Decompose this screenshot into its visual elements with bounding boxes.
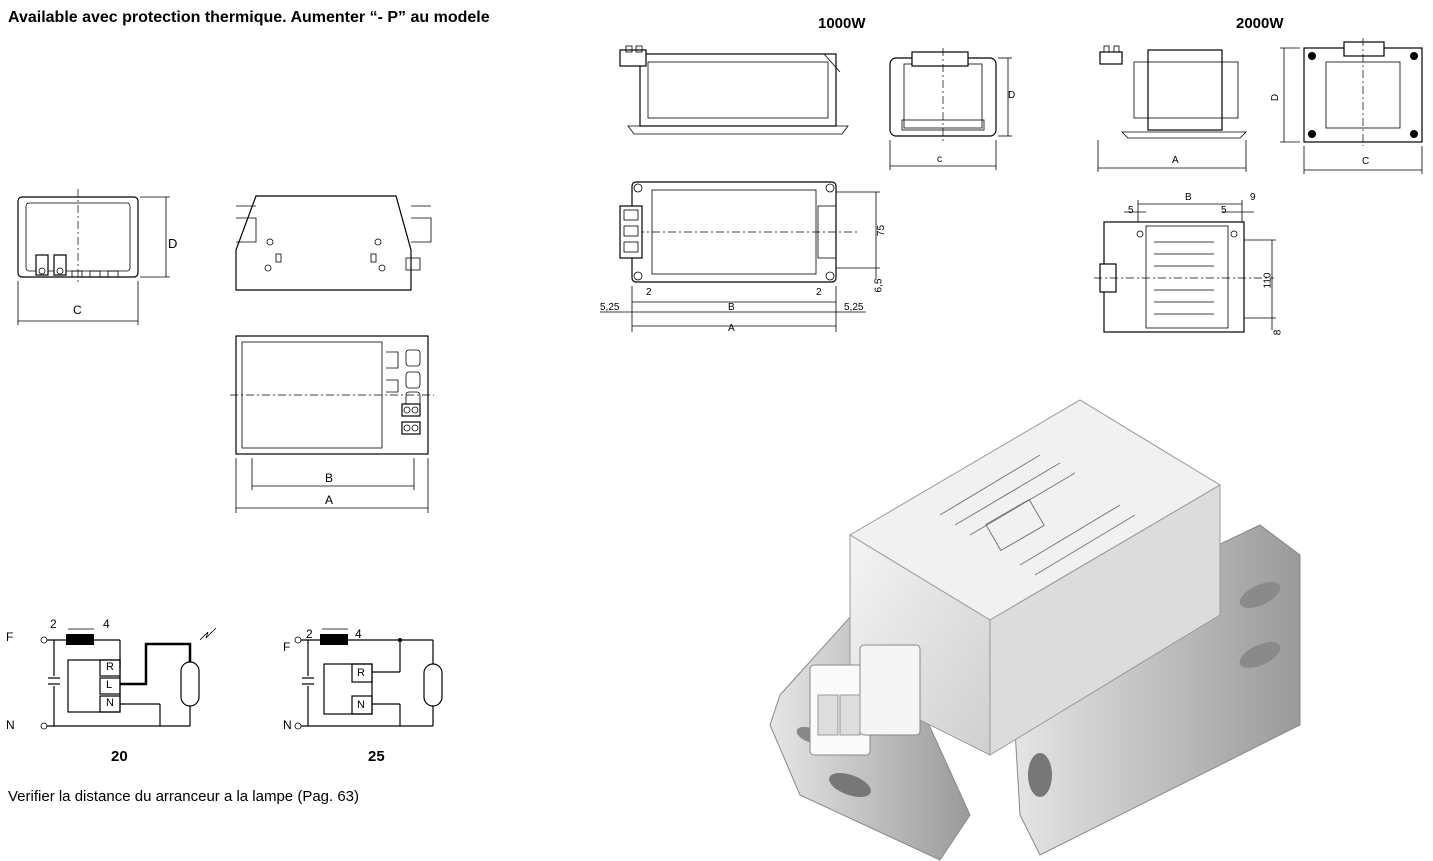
ballast-1000w-side-view <box>619 45 849 135</box>
dim-75: 75 <box>876 224 888 237</box>
wiring-diagram-20 <box>40 627 217 730</box>
dim-5-25-right: 5,25 <box>844 302 864 313</box>
dim-6-5: 6,5 <box>873 278 885 293</box>
model-1000w-label: 1000W <box>818 15 866 32</box>
wiring-diagram-20-label: 20 <box>111 748 128 765</box>
ballast-2000w-end-view <box>1280 38 1423 174</box>
dim-2-left-1000w: 2 <box>646 287 652 298</box>
w20-terminal-2: 2 <box>50 617 57 631</box>
dim-d-left: D <box>168 236 178 251</box>
w25-line-label: F <box>283 640 291 654</box>
ballast-2000w-top-view <box>1094 200 1276 333</box>
dim-9: 9 <box>1250 192 1256 203</box>
ballast-2000w-side-view <box>1097 45 1247 172</box>
dim-5-left-2000w: 5 <box>1128 205 1134 216</box>
dim-a-1000w: A <box>728 323 735 334</box>
w25-igniter-n: N <box>357 699 365 711</box>
w20-neutral-label: N <box>6 718 15 732</box>
model-2000w-label: 2000W <box>1236 15 1284 32</box>
dim-a-2000w: A <box>1172 155 1179 166</box>
w20-igniter-r: R <box>106 661 114 673</box>
dim-5-right-2000w: 5 <box>1221 205 1227 216</box>
dim-c-left: C <box>73 303 82 317</box>
w25-terminal-2: 2 <box>306 627 313 641</box>
w25-terminal-4: 4 <box>355 627 362 641</box>
dim-2-right-1000w: 2 <box>816 287 822 298</box>
w25-neutral-label: N <box>283 718 292 732</box>
dim-a-left: A <box>325 493 334 507</box>
ballast-front-view <box>17 189 170 325</box>
dim-b-1000w: B <box>728 302 735 313</box>
w20-line-label: F <box>6 630 14 644</box>
wiring-diagram-25 <box>294 628 443 730</box>
w20-igniter-l: L <box>106 679 113 691</box>
ballast-1000w-end-view <box>889 48 1012 170</box>
dim-b-left: B <box>325 471 334 485</box>
w20-igniter-n: N <box>106 697 114 709</box>
w20-terminal-4: 4 <box>103 617 110 631</box>
dim-b-2000w: B <box>1185 192 1192 203</box>
footer-note: Verifier la distance du arranceur a la l… <box>8 788 360 805</box>
ballast-side-view <box>235 195 432 291</box>
header-note-bold: Available avec protection thermique <box>8 9 283 26</box>
w25-igniter-r: R <box>357 667 365 679</box>
wiring-diagram-25-label: 25 <box>368 748 385 765</box>
dim-d-2000w: D <box>1270 93 1282 102</box>
ballast-photo <box>769 399 1301 861</box>
dim-d-1000w: D <box>1008 90 1016 101</box>
dim-c-2000w: C <box>1362 156 1370 167</box>
ballast-1000w-top-view <box>600 181 880 332</box>
dim-5-25-left: 5,25 <box>600 302 620 313</box>
ballast-top-view <box>230 335 434 513</box>
dim-110: 110 <box>1262 272 1274 289</box>
header-note-tail: . Aumenter “- P” au modele <box>282 9 490 26</box>
dim-c-1000w: c <box>937 154 942 165</box>
header-note: Available avec protection thermique. Aum… <box>8 9 490 27</box>
dim-8: 8 <box>1272 329 1284 336</box>
